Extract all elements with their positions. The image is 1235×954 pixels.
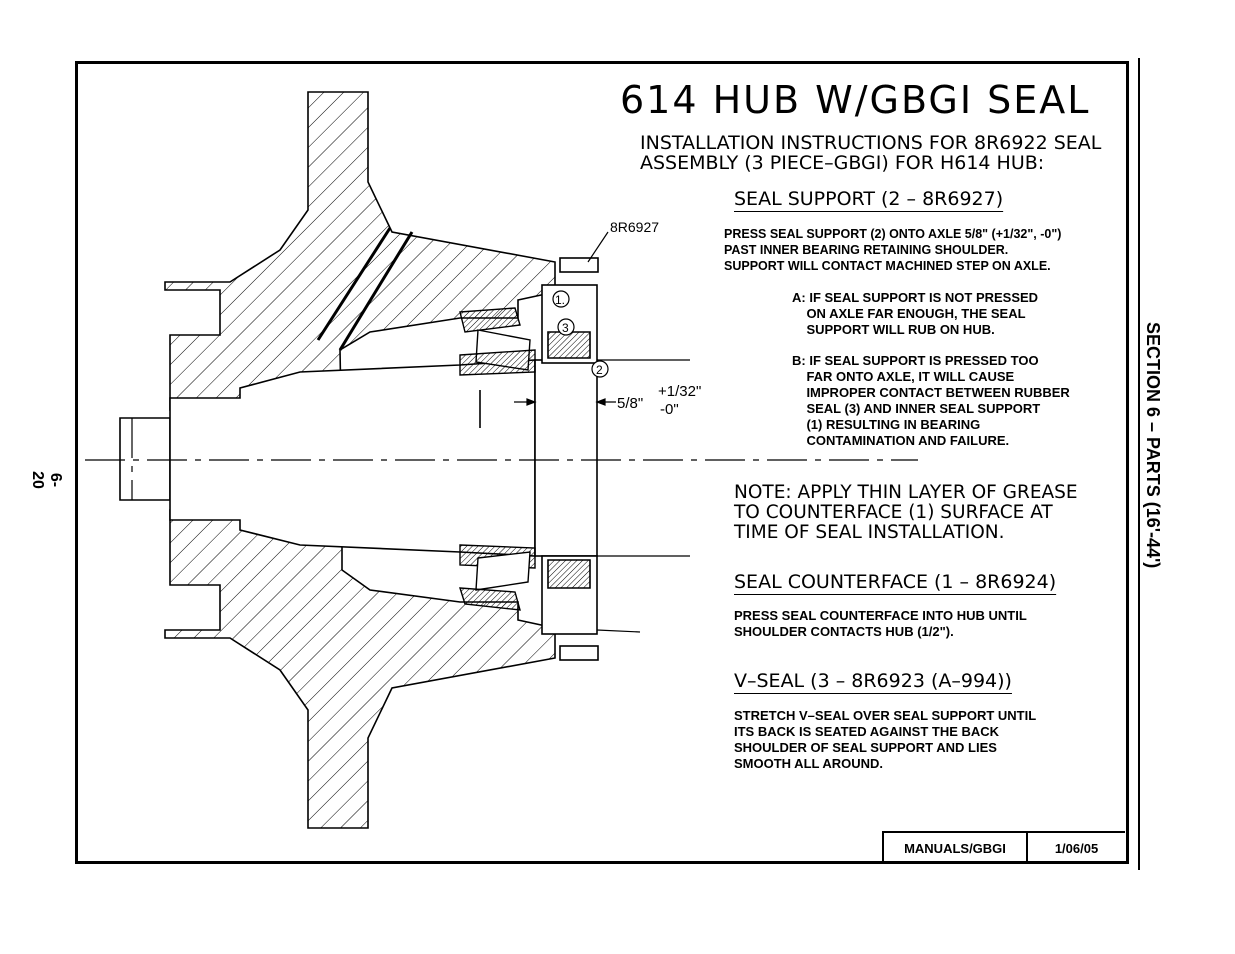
section-label: SECTION 6 – PARTS (16'-44'): [1143, 322, 1163, 569]
marker-2: 2: [591, 360, 609, 378]
seal-support-body: PRESS SEAL SUPPORT (2) ONTO AXLE 5/8" (+…: [724, 227, 1062, 273]
seal-assembly: [541, 257, 599, 661]
seal-support-heading: SEAL SUPPORT (2 – 8R6927): [734, 188, 1004, 210]
note-line-3: TIME OF SEAL INSTALLATION.: [734, 522, 1005, 543]
axle-spindle: [119, 359, 598, 557]
marker-3-text: 3: [562, 321, 569, 335]
seal-support-item-a: A: IF SEAL SUPPORT IS NOT PRESSED ON AXL…: [792, 290, 1039, 337]
note-line-2: TO COUNTERFACE (1) SURFACE AT: [734, 502, 1053, 523]
dimension-plus-text: +1/32": [658, 383, 701, 400]
extension-line-lower: [596, 629, 641, 633]
bearing-cones: [459, 307, 536, 611]
subtitle-line-2: ASSEMBLY (3 PIECE–GBGI) FOR H614 HUB:: [640, 152, 1045, 174]
hub-cross-section-drawing: 5/8" +1/32" -0" 8R6927 1. 3 2: [85, 91, 918, 829]
v-seal-heading: V–SEAL (3 – 8R6923 (A–994)): [734, 670, 1012, 692]
subtitle-line-1: INSTALLATION INSTRUCTIONS FOR 8R6922 SEA…: [640, 132, 1102, 154]
part-callout-text: 8R6927: [610, 219, 659, 235]
v-seal-body: STRETCH V–SEAL OVER SEAL SUPPORT UNTIL I…: [734, 708, 1037, 771]
marker-1: 1.: [552, 290, 570, 308]
part-callout-leader: [587, 231, 609, 263]
diagonal-heavy-lines: [316, 227, 414, 351]
subtitle: INSTALLATION INSTRUCTIONS FOR 8R6922 SEA…: [640, 133, 1101, 173]
title-block: MANUALS/GBGI 1/06/05: [882, 831, 1125, 863]
dimension-5-8: [514, 398, 616, 406]
marker-1-text: 1.: [555, 293, 565, 307]
dimension-main-text: 5/8": [617, 395, 643, 412]
title-block-source: MANUALS/GBGI: [884, 833, 1028, 863]
centerlines: [85, 418, 918, 500]
drawing-frame: [75, 61, 1129, 864]
title-block-date: 1/06/05: [1054, 840, 1099, 856]
dimension-minus-text: -0": [660, 401, 679, 418]
seal-support-item-b: B: IF SEAL SUPPORT IS PRESSED TOO FAR ON…: [792, 353, 1070, 448]
page-number: 6-20: [29, 471, 64, 489]
section-label-wrap: SECTION 6 – PARTS (16'-44'): [1135, 322, 1165, 612]
seal-counterface-heading: SEAL COUNTERFACE (1 – 8R6924): [734, 571, 1057, 593]
section-rule: [1138, 58, 1140, 870]
page-title: 614 HUB W/GBGI SEAL: [620, 78, 1091, 122]
grease-note: NOTE: APPLY THIN LAYER OF GREASE TO COUN…: [734, 483, 1078, 543]
seal-counterface-body: PRESS SEAL COUNTERFACE INTO HUB UNTIL SH…: [734, 608, 1027, 639]
marker-3: 3: [557, 318, 575, 336]
note-line-1: NOTE: APPLY THIN LAYER OF GREASE: [734, 482, 1078, 503]
marker-2-text: 2: [596, 363, 603, 377]
